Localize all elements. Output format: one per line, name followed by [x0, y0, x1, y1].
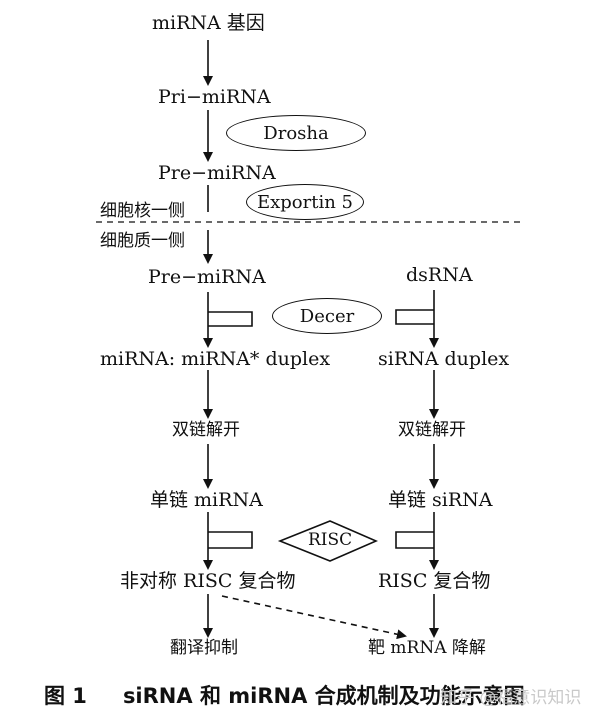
nucleus-side-label: 细胞核一侧 [100, 201, 185, 221]
risc-bracket-left [208, 531, 253, 549]
decer-bracket-right [395, 309, 434, 325]
drosha-label: Drosha [263, 122, 329, 144]
risc-complex-label: RISC 复合物 [378, 570, 491, 592]
decer-label: Decer [299, 305, 355, 327]
dashed-arrow-asym-to-degradation [221, 595, 407, 640]
mirna-gene-label: miRNA 基因 [152, 12, 265, 34]
translation-inhibition-label: 翻译抑制 [170, 638, 238, 658]
asym-risc-label: 非对称 RISC 复合物 [120, 570, 296, 592]
decer-ellipse: Decer [272, 298, 382, 334]
risc-bracket-right [395, 531, 434, 549]
figure-caption-text: siRNA 和 miRNA 合成机制及功能示意图 [122, 684, 525, 708]
single-mirna-label: 单链 miRNA [150, 489, 263, 511]
figure-caption: 图 1 siRNA 和 miRNA 合成机制及功能示意图 [44, 680, 525, 710]
cytoplasm-side-label: 细胞质一侧 [100, 231, 185, 251]
figure-number: 图 1 [44, 684, 87, 708]
target-degradation-label: 靶 mRNA 降解 [368, 638, 486, 658]
pre-mirna-nuclear-label: Pre−miRNA [158, 162, 276, 184]
pri-mirna-label: Pri−miRNA [158, 86, 271, 108]
unwind-right-label: 双链解开 [398, 420, 466, 440]
mirna-duplex-label: miRNA: miRNA* duplex [100, 348, 331, 370]
exportin-label: Exportin 5 [256, 191, 353, 213]
dsrna-label: dsRNA [406, 264, 473, 286]
single-sirna-label: 单链 siRNA [388, 489, 493, 511]
risc-diamond [277, 520, 379, 562]
watermark: 知乎 @福意识知识 [440, 688, 582, 708]
drosha-ellipse: Drosha [226, 115, 366, 151]
risc-diamond-label: RISC [308, 530, 353, 550]
exportin-ellipse: Exportin 5 [246, 184, 364, 220]
decer-bracket-left [208, 311, 253, 327]
sirna-duplex-label: siRNA duplex [378, 348, 510, 370]
unwind-left-label: 双链解开 [172, 420, 240, 440]
pre-mirna-cyto-label: Pre−miRNA [148, 266, 266, 288]
